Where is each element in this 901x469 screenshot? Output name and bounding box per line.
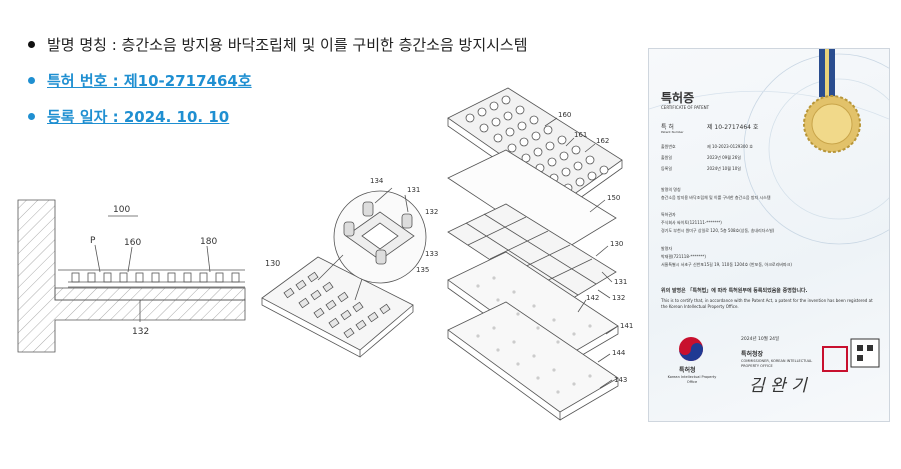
label-150: 150 (607, 194, 620, 202)
registration-date-item: 등록 일자 : 2024. 10. 10 (28, 106, 229, 127)
cert-inventor-label: 발명자 (661, 246, 673, 251)
cert-owner-label: 특허권자 (661, 212, 676, 217)
patent-number-item: 특허 번호 : 제10-2717464호 (28, 70, 252, 91)
label-130a: 130 (265, 259, 280, 268)
cert-office-en: Korean Intellectual Property Office (667, 375, 717, 384)
patent-drawings: 100 P 160 180 132 (17, 87, 633, 421)
label-p: P (90, 236, 96, 246)
label-162: 162 (596, 137, 609, 145)
label-131a: 131 (407, 186, 420, 194)
label-141: 141 (620, 322, 633, 330)
label-130b: 130 (610, 240, 623, 248)
cert-reg-label: 등록일 (661, 166, 673, 171)
panel-drawing (261, 187, 427, 358)
cert-commissioner-ko: 특허청장 (741, 351, 764, 358)
cert-commissioner-en: COMMISSIONER, KOREAN INTELLECTUAL PROPER… (741, 359, 813, 368)
cert-invention-label: 발명의 명칭 (661, 187, 681, 192)
cert-patent-label: 특 허 (661, 124, 674, 131)
label-100: 100 (113, 205, 130, 215)
cert-statement-ko: 위의 발명은 「특허법」에 따라 특허원부에 등록되었음을 증명합니다. (661, 288, 808, 294)
exploded-assembly-drawing (447, 87, 623, 421)
label-144: 144 (612, 349, 626, 357)
label-161: 161 (574, 131, 587, 139)
label-134: 134 (370, 177, 384, 185)
label-160b: 160 (558, 111, 571, 119)
cert-issue-date: 2024년 10월 24일 (741, 337, 780, 342)
cert-signature: 김 완 기 (749, 376, 807, 396)
section-drawing (17, 199, 246, 353)
cert-statement-en: This is to certify that, in accordance w… (661, 298, 873, 309)
invention-name-item: 발명 명칭 : 층간소음 방지용 바닥조립체 및 이를 구비한 층간소음 방지시… (28, 34, 528, 55)
label-143: 143 (614, 376, 627, 384)
cert-owner-address: 경기도 부천시 원미구 상일로 120, 5층 508호(상동, 송내리더스빌) (661, 228, 775, 233)
cert-app-no: 제 10-2023-0129300 호 (707, 144, 753, 149)
label-180: 180 (200, 237, 217, 247)
bullet-dot-icon (28, 113, 35, 120)
patent-number: 특허 번호 : 제10-2717464호 (47, 72, 252, 90)
cert-inventor: 박재필(721118-*******) (661, 254, 706, 259)
cert-subtitle: CERTIFICATE OF PATENT (661, 105, 710, 110)
invention-name: 발명 명칭 : 층간소음 방지용 바닥조립체 및 이를 구비한 층간소음 방지시… (47, 36, 528, 54)
qr-code-icon (850, 338, 880, 368)
cert-title: 특허증 (661, 91, 695, 105)
certificate-decorations (649, 49, 889, 372)
registration-date: 등록 일자 : 2024. 10. 10 (47, 108, 230, 126)
red-seal-stamp (822, 346, 848, 372)
cert-patent-number: 제 10-2717464 호 (707, 124, 759, 131)
gold-seal-icon (803, 95, 861, 153)
cert-filing-date: 2023년 09월 26일 (707, 155, 741, 160)
bullet-dot-icon (28, 41, 35, 48)
cert-patent-label-en: Patent Number (661, 130, 684, 134)
label-132c: 132 (612, 294, 625, 302)
kipo-logo-icon (679, 337, 703, 361)
label-131b: 131 (614, 278, 627, 286)
label-133: 133 (425, 250, 438, 258)
cert-inventor-address: 서울특별시 서초구 신반포15길 19, 110동 1204호 (반포동, 아크… (661, 262, 792, 267)
cert-owner: 주식회사 싸이토(121111-*******) (661, 220, 722, 225)
label-132b: 132 (425, 208, 438, 216)
bullet-dot-icon (28, 77, 35, 84)
cert-invention: 층간소음 방지용 바닥조립체 및 이를 구비한 층간소음 방지 시스템 (661, 195, 771, 200)
cert-reg-date: 2024년 10월 10일 (707, 166, 741, 171)
cert-filing-label: 출원일 (661, 155, 673, 160)
cert-office-ko: 특허청 (679, 367, 696, 374)
patent-certificate: 특허증 CERTIFICATE OF PATENT 특 허 Patent Num… (648, 48, 890, 422)
label-160: 160 (124, 238, 141, 248)
cert-app-no-label: 출원번호 (661, 144, 676, 149)
label-142: 142 (586, 294, 599, 302)
label-135: 135 (416, 266, 429, 274)
label-132: 132 (132, 327, 149, 337)
